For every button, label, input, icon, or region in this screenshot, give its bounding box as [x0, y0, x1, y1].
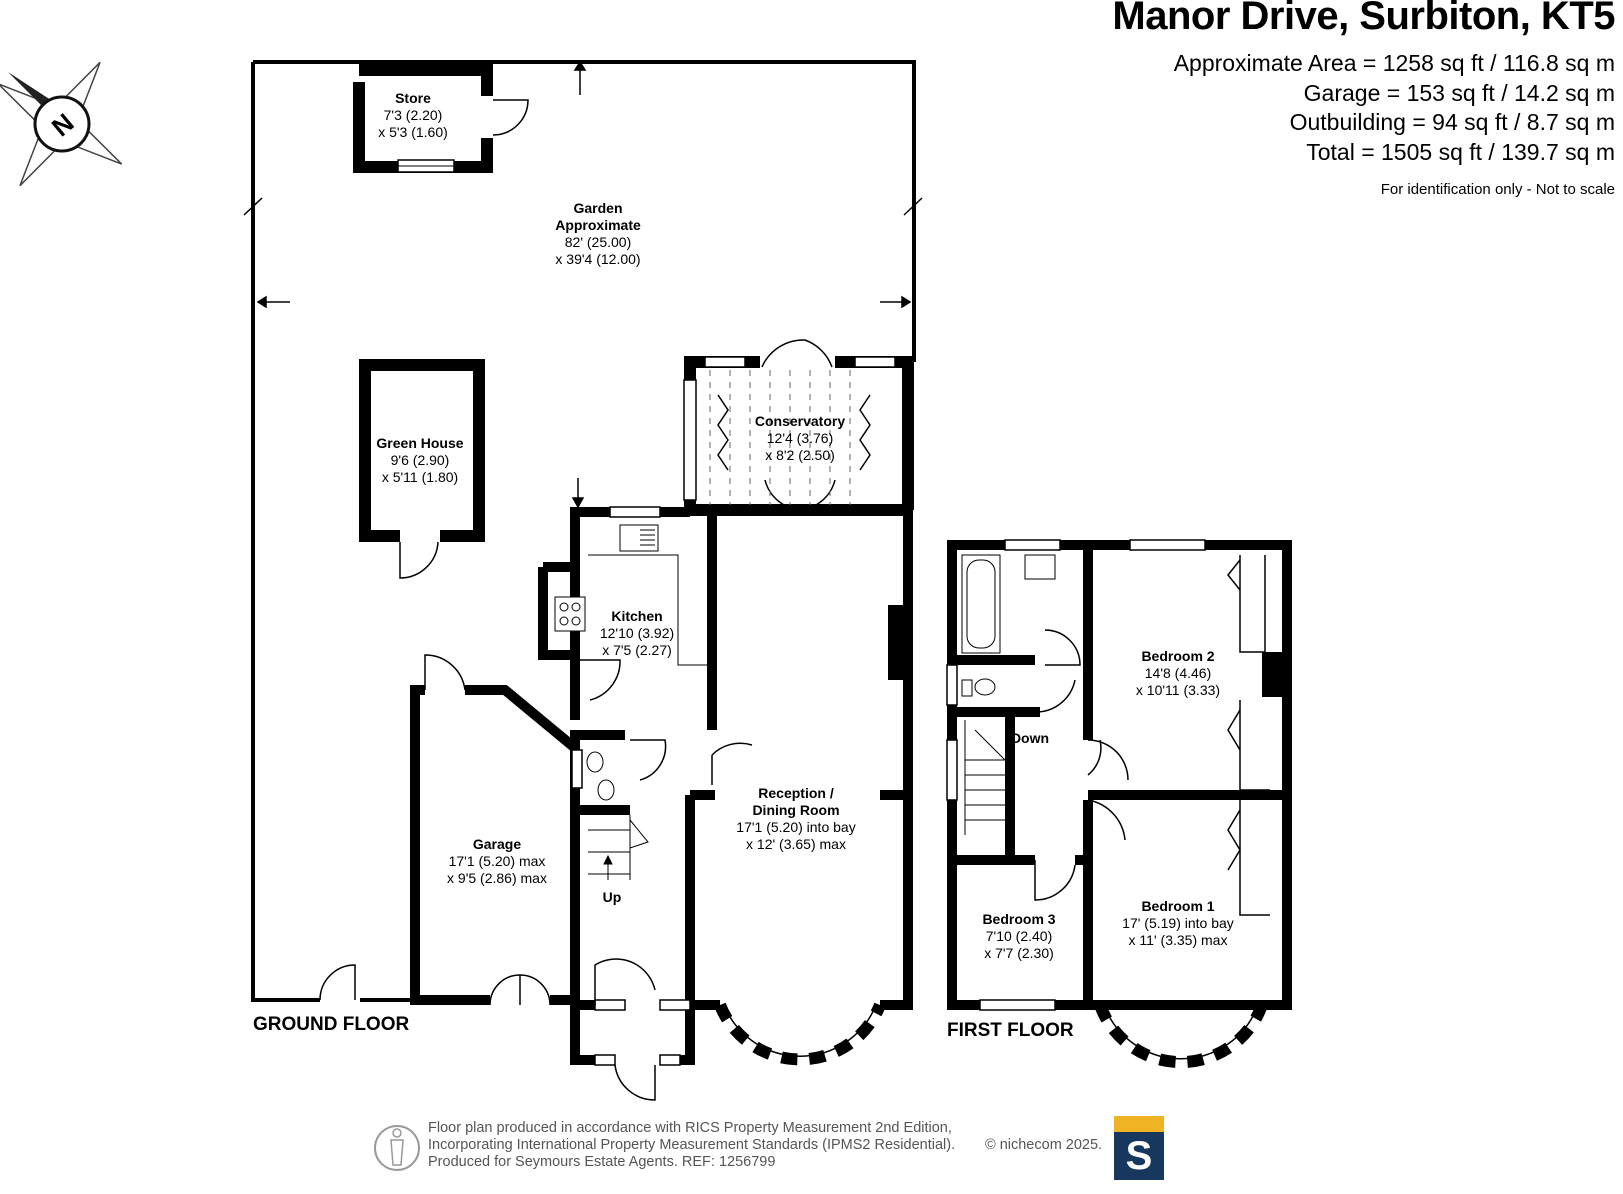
- room-dim2-store: x 5'3 (1.60): [378, 124, 448, 140]
- footer-disclaimer: Floor plan produced in accordance with R…: [428, 1120, 955, 1171]
- room-name-conservatory: Conservatory: [755, 413, 845, 429]
- footer-line-1: Floor plan produced in accordance with R…: [428, 1120, 952, 1136]
- room-dim1-bedroom3: 7'10 (2.40): [986, 928, 1053, 944]
- room-dim2-bedroom3: x 7'7 (2.30): [984, 945, 1054, 961]
- footer-line-2: Incorporating International Property Mea…: [428, 1137, 956, 1153]
- copyright-credit: © nichecom 2025.: [985, 1137, 1103, 1153]
- logo-letter: S: [1114, 1132, 1164, 1180]
- room-dim2-bedroom2: x 10'11 (3.33): [1136, 682, 1220, 698]
- stairs-up-label: Up: [603, 889, 622, 905]
- room-dim2-garden: x 39'4 (12.00): [555, 251, 640, 267]
- room-name-store: Store: [395, 90, 431, 106]
- room-dim1-garage: 17'1 (5.20) max: [449, 853, 546, 869]
- room-dim1-greenhouse: 9'6 (2.90): [391, 452, 450, 468]
- room-name2-garden: Approximate: [555, 217, 641, 233]
- ground-floor-label: GROUND FLOOR: [253, 1014, 409, 1035]
- room-dim2-garage: x 9'5 (2.86) max: [447, 870, 547, 886]
- person-icon: [374, 1125, 420, 1171]
- room-dim1-reception: 17'1 (5.20) into bay: [736, 819, 855, 835]
- room-name-garage: Garage: [473, 836, 521, 852]
- area-line-approximate: Approximate Area = 1258 sq ft / 116.8 sq…: [1173, 50, 1615, 76]
- room-name-kitchen: Kitchen: [611, 608, 662, 624]
- room-name-garden: Garden: [573, 200, 622, 216]
- area-line-garage: Garage = 153 sq ft / 14.2 sq m: [1303, 80, 1615, 106]
- room-name-bedroom3: Bedroom 3: [982, 911, 1055, 927]
- seymours-logo: S: [1114, 1116, 1164, 1184]
- room-dim1-conservatory: 12'4 (3.76): [767, 430, 834, 446]
- area-line-outbuilding: Outbuilding = 94 sq ft / 8.7 sq m: [1289, 109, 1615, 135]
- room-name-greenhouse: Green House: [376, 435, 463, 451]
- room-dim2-kitchen: x 7'5 (2.27): [602, 642, 672, 658]
- room-dim2-bedroom1: x 11' (3.35) max: [1129, 932, 1228, 948]
- footer-line-3: Produced for Seymours Estate Agents. REF…: [428, 1154, 776, 1170]
- room-name-reception: Reception /: [758, 785, 834, 801]
- room-name-bedroom2: Bedroom 2: [1141, 648, 1214, 664]
- room-name2-reception: Dining Room: [752, 802, 839, 818]
- stairs-down-label: Down: [1011, 730, 1049, 746]
- room-dim1-kitchen: 12'10 (3.92): [600, 625, 674, 641]
- room-dim1-store: 7'3 (2.20): [384, 107, 443, 123]
- room-dim1-bedroom1: 17' (5.19) into bay: [1122, 915, 1234, 931]
- area-line-total: Total = 1505 sq ft / 139.7 sq m: [1306, 139, 1615, 165]
- compass-icon: N: [0, 61, 123, 187]
- property-title: Manor Drive, Surbiton, KT5: [1112, 0, 1615, 38]
- room-name-bedroom1: Bedroom 1: [1141, 898, 1214, 914]
- room-dim1-bedroom2: 14'8 (4.46): [1145, 665, 1212, 681]
- room-dim2-conservatory: x 8'2 (2.50): [765, 447, 835, 463]
- room-dim2-greenhouse: x 5'11 (1.80): [382, 469, 458, 485]
- room-dim1-garden: 82' (25.00): [565, 234, 632, 250]
- room-dim2-reception: x 12' (3.65) max: [746, 836, 846, 852]
- first-floor-label: FIRST FLOOR: [947, 1020, 1074, 1041]
- scale-disclaimer: For identification only - Not to scale: [1380, 181, 1615, 198]
